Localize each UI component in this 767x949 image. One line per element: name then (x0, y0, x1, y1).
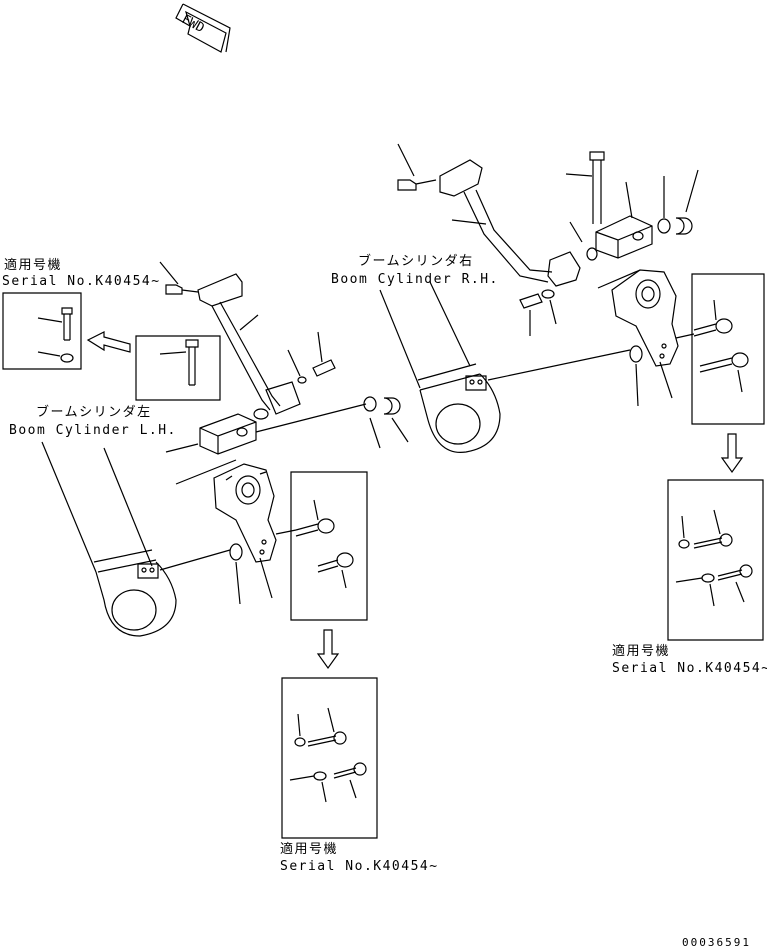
bolt-icon (694, 300, 748, 392)
pipe-assembly-left (160, 262, 335, 419)
bolt-detail-box-right (692, 274, 764, 424)
serial-top-left-en: Serial No.K40454~ (2, 274, 161, 289)
arrow-left-icon (88, 332, 130, 352)
serial-bottom-jp: 適用号機 (280, 842, 339, 857)
bolt-icon (566, 152, 604, 224)
valve-block-left (166, 397, 408, 484)
left-cylinder-jp: ブームシリンダ左 (36, 405, 152, 420)
bolt-icon (38, 308, 73, 362)
boom-cylinder-right (380, 282, 642, 452)
serial-top-left-jp: 適用号機 (4, 258, 63, 273)
serial-box-top-left (3, 293, 81, 369)
serial-box-right (668, 480, 763, 640)
fwd-arrow-icon (176, 4, 230, 52)
right-cylinder-jp: ブームシリンダ右 (358, 254, 474, 269)
bolt-icon (676, 510, 752, 606)
safety-valve-left (214, 464, 296, 598)
serial-right-jp: 適用号機 (612, 644, 671, 659)
bolt-icon (296, 500, 353, 588)
safety-valve-right (612, 270, 694, 398)
arrow-down-icon (722, 434, 742, 472)
pipe-assembly-right (398, 144, 597, 336)
right-cylinder-en: Boom Cylinder R.H. (331, 272, 499, 287)
serial-right-en: Serial No.K40454~ (612, 661, 767, 676)
serial-box-bottom-center (282, 678, 377, 838)
boom-cylinder-left (42, 442, 242, 636)
serial-bottom-en: Serial No.K40454~ (280, 859, 439, 874)
bolt-detail-box-left-lower (291, 472, 367, 620)
bolt-detail-box-left (136, 336, 220, 400)
document-number: 00036591 (682, 936, 751, 949)
bolt-icon (160, 340, 198, 385)
left-cylinder-en: Boom Cylinder L.H. (9, 423, 177, 438)
valve-block-right (596, 170, 698, 288)
bolt-icon (290, 708, 366, 802)
arrow-down-icon (318, 630, 338, 668)
